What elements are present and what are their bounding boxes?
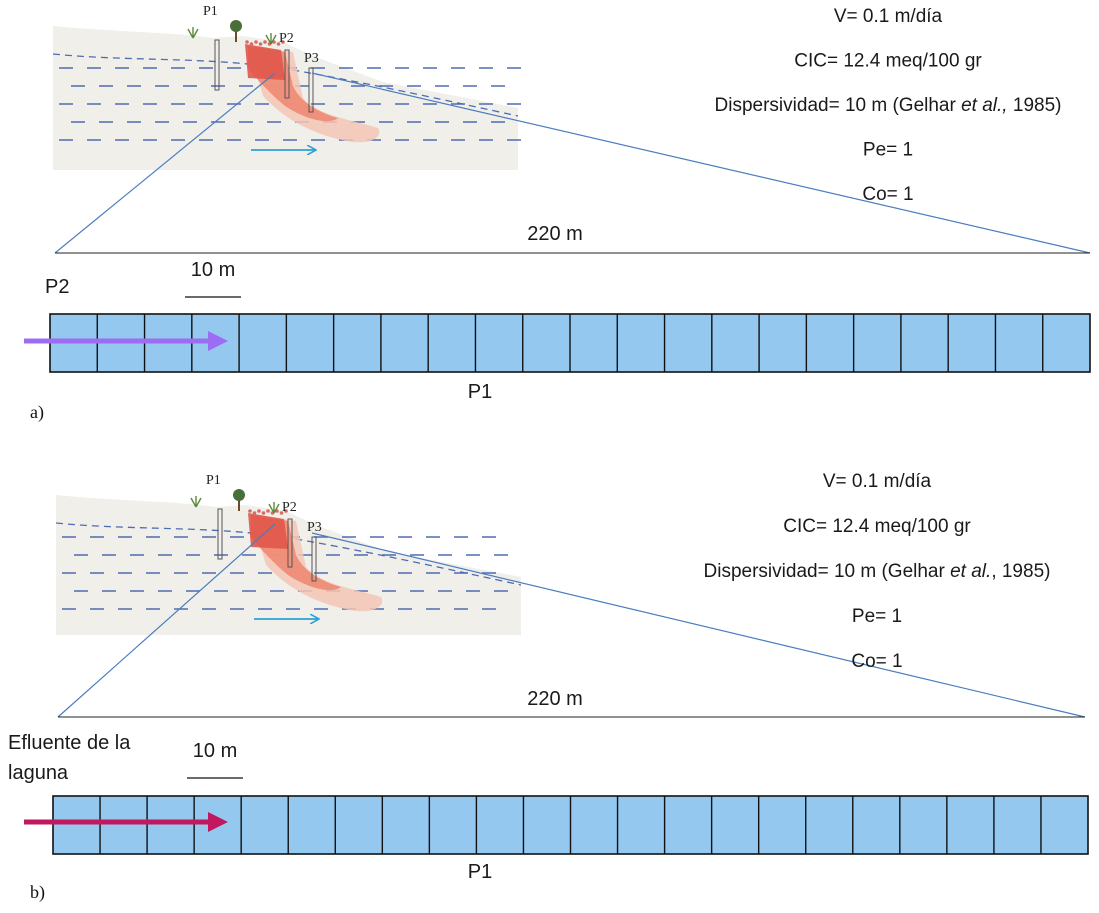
well-3 [308,67,314,113]
parameter-text: V= 0.1 m/día [823,471,932,492]
plume-core [245,44,285,80]
parameter-text: CIC= 12.4 meq/100 gr [794,51,982,72]
well-label: P3 [304,51,319,66]
parameter-text: V= 0.1 m/día [834,6,943,27]
grass-icon [190,496,202,508]
projection-line-left [54,72,276,254]
well-1 [214,39,220,91]
tree-trunk [238,499,240,511]
source-well-label: P2 [45,276,69,298]
projection-line-left [57,523,276,718]
gravel-dot [254,40,258,44]
parameter-text: Pe= 1 [863,140,913,161]
gravel-dot [263,40,267,44]
observation-point-label: P1 [468,861,492,883]
tree-icon [230,20,242,32]
parameter-text: CIC= 12.4 meq/100 gr [783,516,971,537]
parameter-line: CIC= 12.4 meq/100 gr [794,51,982,72]
parameter-text: Dispersividad= 10 m (Gelhar [715,95,962,116]
tree-trunk [235,30,237,42]
parameter-line: Dispersividad= 10 m (Gelhar et al., 1985… [704,561,1051,582]
observation-point-label: P1 [468,381,492,403]
scale-bar-label: 10 m [191,259,235,281]
gravel-dot [258,42,263,46]
inflow-arrow-head [208,331,228,351]
well-2 [287,518,293,568]
parameter-line: Pe= 1 [863,140,913,161]
well-1 [217,508,223,560]
distance-label: 220 m [527,688,583,710]
gravel-dot [281,40,285,44]
well-label: P1 [203,4,218,19]
well-label: P2 [279,31,294,46]
parameter-line: Co= 1 [851,651,902,672]
gravel-dot [245,40,249,44]
well-label: P2 [282,500,297,515]
projection-line-right [311,532,1086,718]
parameter-text: Dispersividad= 10 m (Gelhar [704,561,951,582]
well-label: P3 [307,520,322,535]
grass-icon [265,33,277,45]
gravel-dot [257,509,261,513]
gravel-dot [284,509,288,513]
parameter-text: Co= 1 [862,184,913,205]
parameter-line: V= 0.1 m/día [834,6,943,27]
parameter-line: Dispersividad= 10 m (Gelhar et al., 1985… [715,95,1062,116]
parameter-text: et al., [961,95,1007,116]
distance-label: 220 m [527,223,583,245]
parameter-text: et al. [950,561,991,582]
panel-caption: b) [30,882,45,903]
gravel-dot [266,509,270,513]
panel-caption: a) [30,402,44,423]
scale-bar-label: 10 m [193,740,237,762]
gravel-dot [249,42,254,46]
well-3 [311,536,317,582]
parameter-line: Co= 1 [862,184,913,205]
parameter-line: V= 0.1 m/día [823,471,932,492]
parameter-text: Co= 1 [851,651,902,672]
grass-icon [187,27,199,39]
parameter-text: 1985) [1008,95,1062,116]
effluent-label: laguna [8,762,69,784]
projection-line-right [311,72,1091,254]
gravel-dot [248,509,252,513]
gravel-dot [276,42,281,46]
tree-icon [233,489,245,501]
cell-grid [52,795,1089,855]
gravel-dot [279,511,284,515]
well-2 [284,49,290,99]
well-label: P1 [206,473,221,488]
cell-grid [49,313,1091,373]
gravel-dot [252,511,257,515]
parameter-line: CIC= 12.4 meq/100 gr [783,516,971,537]
gravel-dot [261,511,266,515]
parameter-text: Pe= 1 [852,606,902,627]
effluent-label: Efluente de la [8,732,131,754]
parameter-line: Pe= 1 [852,606,902,627]
inflow-arrow-head [208,812,228,832]
grass-icon [268,502,280,514]
parameter-text: , 1985) [991,561,1050,582]
